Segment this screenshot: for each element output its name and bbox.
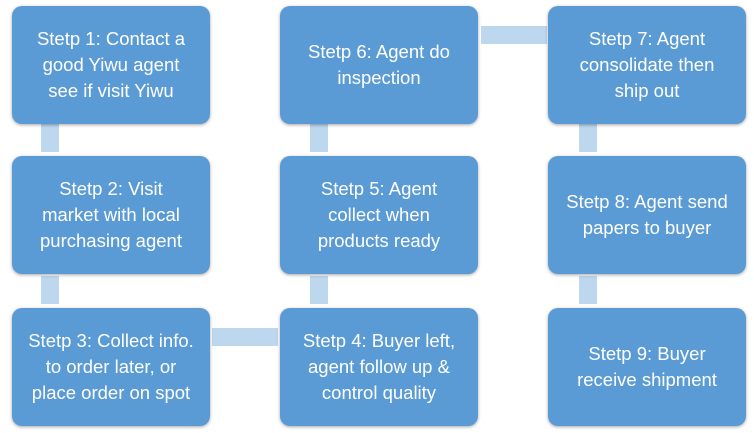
step-9-box: Stetp 9: Buyer receive shipment bbox=[548, 308, 746, 426]
step-7-box: Stetp 7: Agent consolidate then ship out bbox=[548, 6, 746, 124]
step-5-label: Stetp 5: Agent collect when products rea… bbox=[317, 178, 441, 251]
step-1-box: Stetp 1: Contact a good Yiwu agent see i… bbox=[12, 6, 210, 124]
connector-step5-step6 bbox=[310, 124, 328, 152]
step-6-label: Stetp 6: Agent do inspection bbox=[308, 41, 450, 88]
connector-step7-step8 bbox=[579, 124, 597, 152]
connector-step1-step2 bbox=[41, 124, 59, 152]
step-5-box: Stetp 5: Agent collect when products rea… bbox=[280, 156, 478, 274]
step-4-box: Stetp 4: Buyer left, agent follow up & c… bbox=[280, 308, 478, 426]
connector-step6-step7 bbox=[481, 26, 547, 44]
connector-step8-step9 bbox=[579, 276, 597, 304]
step-2-box: Stetp 2: Visit market with local purchas… bbox=[12, 156, 210, 274]
connector-step4-step5 bbox=[310, 276, 328, 304]
step-3-label: Stetp 3: Collect info. to order later, o… bbox=[28, 330, 194, 403]
connector-step3-step4 bbox=[212, 328, 278, 346]
step-8-label: Stetp 8: Agent send papers to buyer bbox=[566, 191, 728, 238]
step-4-label: Stetp 4: Buyer left, agent follow up & c… bbox=[302, 330, 456, 403]
step-6-box: Stetp 6: Agent do inspection bbox=[280, 6, 478, 124]
connector-step2-step3 bbox=[41, 276, 59, 304]
step-8-box: Stetp 8: Agent send papers to buyer bbox=[548, 156, 746, 274]
step-3-box: Stetp 3: Collect info. to order later, o… bbox=[12, 308, 210, 426]
step-2-label: Stetp 2: Visit market with local purchas… bbox=[40, 178, 182, 251]
step-9-label: Stetp 9: Buyer receive shipment bbox=[577, 343, 717, 390]
step-7-label: Stetp 7: Agent consolidate then ship out bbox=[579, 28, 715, 101]
step-1-label: Stetp 1: Contact a good Yiwu agent see i… bbox=[36, 28, 186, 101]
